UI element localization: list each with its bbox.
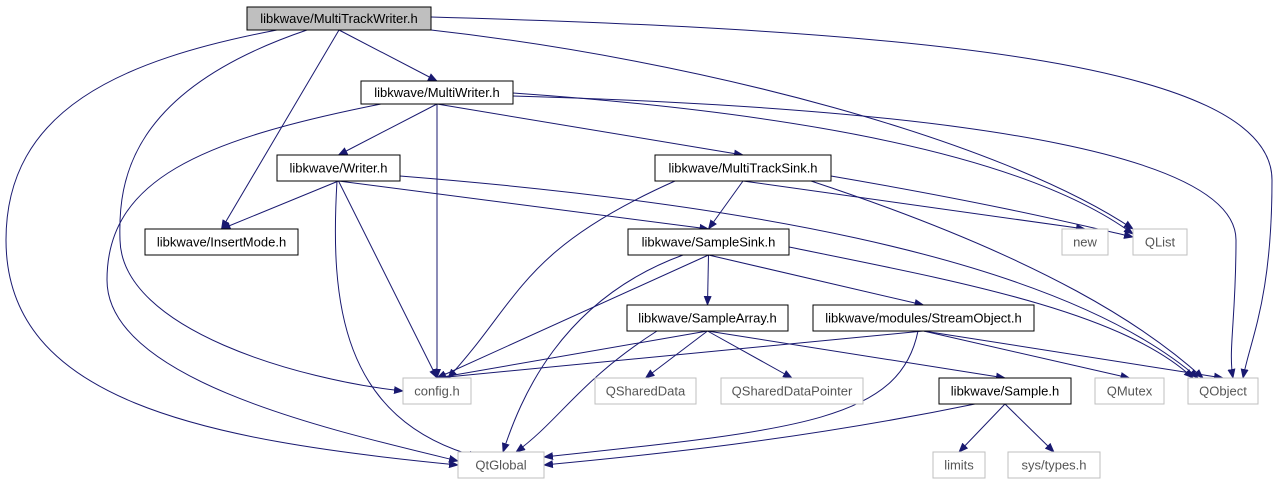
edge-root-to-qobject [430,16,1273,379]
node-samplesink[interactable]: libkwave/SampleSink.h [627,228,790,256]
edge-root-to-qlist [430,29,1134,230]
node-multitracksink[interactable]: libkwave/MultiTrackSink.h [654,154,832,182]
edge-multiwriter-to-qtglobal [106,103,459,463]
edge-streamobject-to-qtglobal [543,330,919,461]
node-qlist: QList [1132,228,1188,256]
edge-multitracksink-to-samplesink [707,180,744,230]
node-qobject: QObject [1187,377,1259,405]
edge-multiwriter-to-writer [337,103,438,156]
edge-root-to-config [119,29,404,395]
node-box-config [402,377,472,405]
node-box-samplesink[interactable] [627,228,790,256]
node-insertmode[interactable]: libkwave/InsertMode.h [144,228,299,256]
node-label-limits: limits [944,458,974,473]
edge-samplesink-to-samplearray [703,254,712,306]
node-sample[interactable]: libkwave/Sample.h [938,377,1072,405]
node-box-writer[interactable] [276,154,401,182]
node-streamobject[interactable]: libkwave/modules/StreamObject.h [812,304,1035,332]
node-systypes: sys/types.h [1007,451,1101,479]
edge-writer-to-qobject [399,175,1199,379]
edge-multitracksink-to-qobject [810,180,1204,379]
node-label-root: libkwave/MultiTrackWriter.h [260,11,417,26]
node-samplearray[interactable]: libkwave/SampleArray.h [626,304,789,332]
node-new: new [1061,228,1109,256]
node-box-samplearray[interactable] [626,304,789,332]
node-label-systypes: sys/types.h [1021,458,1086,473]
node-box-root[interactable] [246,6,432,31]
node-box-streamobject[interactable] [812,304,1035,332]
node-label-multitracksink: libkwave/MultiTrackSink.h [668,161,817,176]
edge-multiwriter-to-qobject [512,95,1237,379]
edge-samplesink-to-config [436,254,709,379]
edge-samplearray-to-qtglobal [515,330,658,453]
edge-samplearray-to-qshareddatapointer [707,330,793,379]
node-label-qobject: QObject [1199,384,1247,399]
node-box-limits [932,451,986,479]
edge-samplesink-to-streamobject [708,254,925,307]
edge-multitracksink-to-new [742,180,1086,232]
edge-multiwriter-to-multitracksink [436,103,744,158]
node-box-qtglobal [457,451,545,479]
node-box-qshareddata [594,377,697,405]
edge-samplesink-to-qobject [788,246,1194,379]
node-qmutex: QMutex [1094,377,1165,405]
node-box-qobject [1187,377,1259,405]
edge-streamobject-to-qmutex [923,330,1131,380]
edge-streamobject-to-qobject [923,330,1224,381]
edge-writer-to-config [338,180,438,379]
node-box-qlist [1132,228,1188,256]
node-label-new: new [1073,235,1097,250]
node-box-multiwriter[interactable] [360,80,514,105]
edge-sample-to-limits [958,403,1006,453]
node-label-qtglobal: QtGlobal [475,458,526,473]
node-box-new [1061,228,1109,256]
node-box-qshareddatapointer [720,377,864,405]
edge-multiwriter-to-qlist [512,92,1134,235]
edge-multitracksink-to-config [447,180,676,379]
node-config: config.h [402,377,472,405]
node-label-samplearray: libkwave/SampleArray.h [638,311,776,326]
node-label-sample: libkwave/Sample.h [951,384,1059,399]
edge-root-to-qtglobal [5,29,459,469]
node-label-qmutex: QMutex [1107,384,1153,399]
edge-samplesink-to-qtglobal [501,254,684,453]
node-box-multitracksink[interactable] [654,154,832,182]
node-multiwriter[interactable]: libkwave/MultiWriter.h [360,80,514,105]
node-label-streamobject: libkwave/modules/StreamObject.h [825,311,1022,326]
edge-sample-to-systypes [1004,403,1055,453]
node-limits: limits [932,451,986,479]
edge-sample-to-qtglobal [543,403,976,469]
edge-root-to-multiwriter [338,29,438,82]
node-box-qmutex [1094,377,1165,405]
node-label-samplesink: libkwave/SampleSink.h [642,235,776,250]
node-label-insertmode: libkwave/InsertMode.h [157,235,286,250]
edge-multitracksink-to-qlist [830,175,1134,239]
node-box-systypes [1007,451,1101,479]
edge-samplearray-to-config [436,330,708,381]
node-label-qlist: QList [1145,235,1176,250]
node-qtglobal: QtGlobal [457,451,545,479]
node-label-qshareddatapointer: QSharedDataPointer [732,384,853,399]
node-box-sample[interactable] [938,377,1072,405]
node-qshareddata: QSharedData [594,377,697,405]
edge-layer [5,16,1273,469]
node-box-insertmode[interactable] [144,228,299,256]
node-label-config: config.h [414,384,460,399]
edge-writer-to-qtglobal [334,180,479,459]
node-label-qshareddata: QSharedData [606,384,686,399]
node-writer[interactable]: libkwave/Writer.h [276,154,401,182]
edge-writer-to-samplesink [338,180,710,232]
edge-writer-to-insertmode [220,180,339,230]
node-qshareddatapointer: QSharedDataPointer [720,377,864,405]
node-root[interactable]: libkwave/MultiTrackWriter.h [246,6,432,31]
node-label-multiwriter: libkwave/MultiWriter.h [374,85,499,100]
node-label-writer: libkwave/Writer.h [289,161,387,176]
edge-streamobject-to-config [436,330,924,382]
edge-samplearray-to-sample [707,330,1006,381]
edge-root-to-insertmode [220,29,340,230]
node-layer: libkwave/MultiTrackWriter.h libkwave/Mult… [144,6,1259,479]
